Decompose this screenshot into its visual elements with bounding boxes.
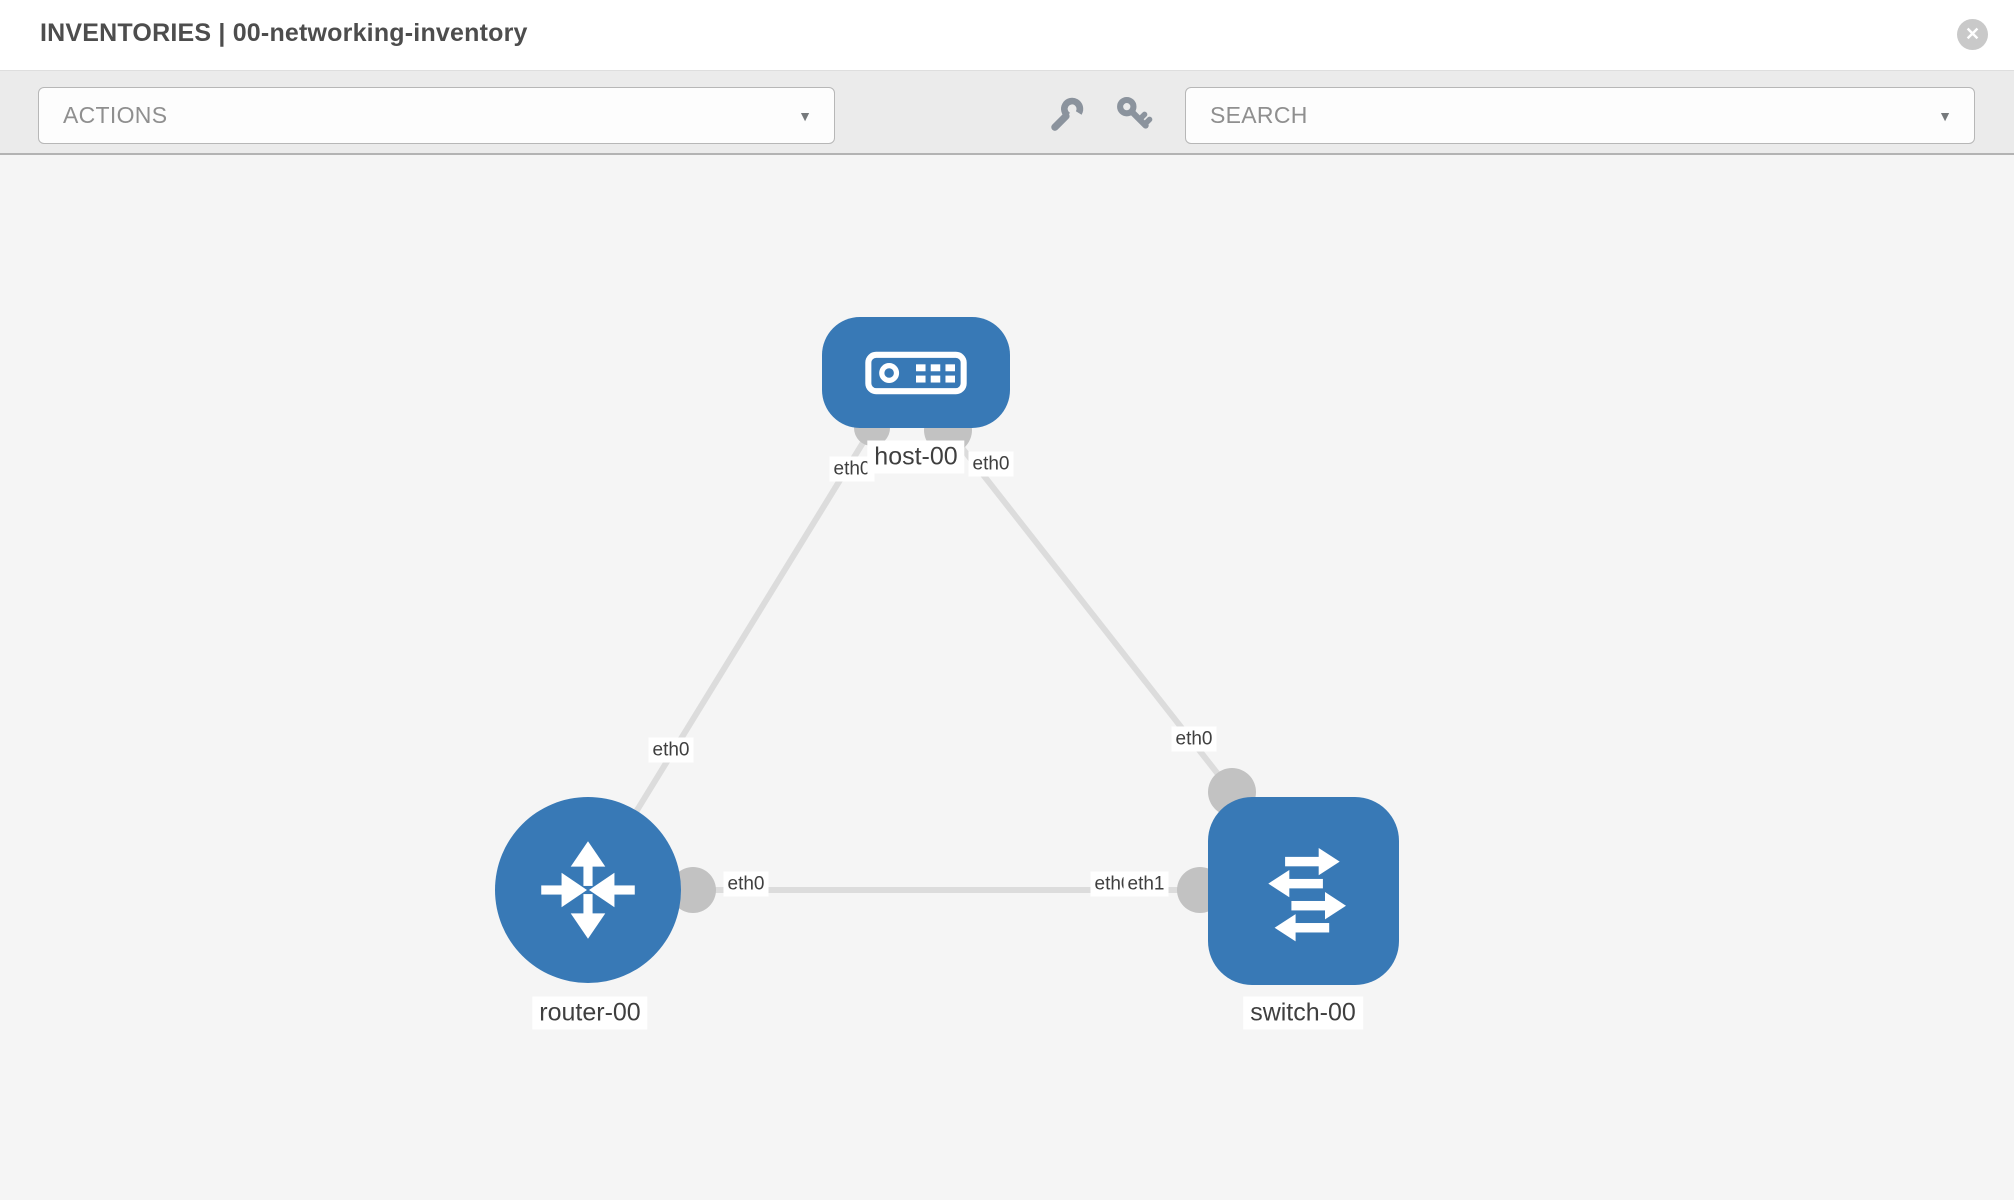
router-icon xyxy=(541,841,635,939)
server-icon xyxy=(865,351,967,394)
iface-label: eth1 xyxy=(1123,871,1169,897)
actions-dropdown[interactable]: ACTIONS ▼ xyxy=(38,87,835,144)
toolbar: ACTIONS ▼ SEARCH ▼ xyxy=(0,71,2014,155)
iface-label: eth0 xyxy=(968,451,1014,477)
chevron-down-icon: ▼ xyxy=(798,107,812,124)
node-label-router-00: router-00 xyxy=(532,996,648,1030)
chevron-down-icon: ▼ xyxy=(1938,107,1952,124)
iface-label: eth0 xyxy=(723,871,769,897)
topology-canvas[interactable]: eth0 eth0 eth0 eth0 eth0 eth0 eth1 host-… xyxy=(0,155,2014,1198)
node-label-switch-00: switch-00 xyxy=(1243,996,1363,1030)
switch-icon xyxy=(1267,847,1346,942)
iface-label: eth0 xyxy=(1171,726,1217,752)
node-host-00[interactable] xyxy=(822,317,1010,428)
node-switch-00[interactable] xyxy=(1208,797,1399,985)
search-dropdown-placeholder: SEARCH xyxy=(1210,102,1308,128)
iface-label: eth0 xyxy=(829,456,875,482)
search-dropdown[interactable]: SEARCH ▼ xyxy=(1185,87,1975,144)
endpoint-dot[interactable] xyxy=(670,867,716,913)
topology-links-layer xyxy=(585,406,1256,913)
iface-label: eth0 xyxy=(648,737,694,763)
page-title: INVENTORIES | 00-networking-inventory xyxy=(40,19,528,47)
wrench-icon[interactable] xyxy=(1046,95,1086,135)
actions-dropdown-label: ACTIONS xyxy=(63,102,168,128)
close-icon[interactable]: ✕ xyxy=(1957,19,1988,50)
key-icon[interactable] xyxy=(1114,95,1154,135)
node-label-host-00: host-00 xyxy=(867,440,965,474)
node-router-00[interactable] xyxy=(495,797,681,983)
page-header: INVENTORIES | 00-networking-inventory ✕ xyxy=(0,0,2014,71)
